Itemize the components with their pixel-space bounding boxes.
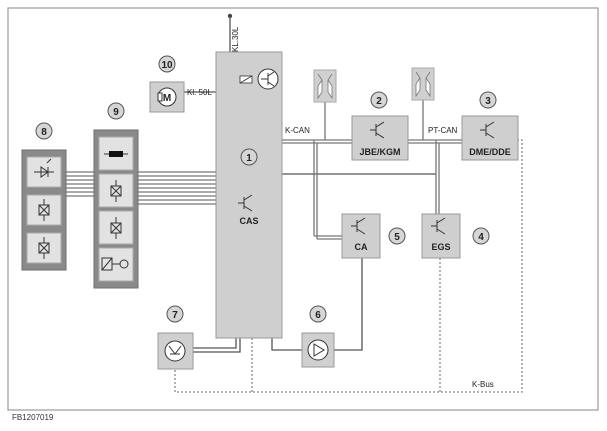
jbe-kgm-label: JBE/KGM xyxy=(359,147,400,157)
egs-label: EGS xyxy=(431,242,450,252)
node-number-badge xyxy=(388,227,406,245)
kcan-label: K-CAN xyxy=(285,126,310,135)
ptcan-label: PT-CAN xyxy=(428,126,458,135)
svg-text:M: M xyxy=(163,93,171,104)
node-number-3: 3 xyxy=(485,96,491,107)
node-number-badge xyxy=(107,102,125,120)
kl50l-label: Kl. 50L xyxy=(187,88,212,97)
ca-module: CA 5 xyxy=(341,213,406,259)
kl30l-label: KL.30L xyxy=(231,26,240,52)
cas-label: CAS xyxy=(239,216,258,226)
node-number-10: 10 xyxy=(161,60,173,71)
can-bus-lines xyxy=(282,100,462,240)
node-number-badge xyxy=(35,122,53,140)
ca-label: CA xyxy=(355,242,368,252)
amplifier-icon xyxy=(307,339,329,361)
wire-bundle xyxy=(66,171,216,205)
node-number-4: 4 xyxy=(478,232,484,243)
antenna-module: 7 xyxy=(157,305,194,370)
coil-icon xyxy=(101,257,129,271)
can-terminator-icon xyxy=(411,67,435,101)
jbe-kgm-module: JBE/KGM 2 xyxy=(351,91,409,161)
node-number-badge xyxy=(309,305,327,323)
node-number-2: 2 xyxy=(376,96,382,107)
dme-dde-module: DME/DDE 3 xyxy=(461,91,519,161)
module-8: 8 xyxy=(21,122,67,271)
egs-module: EGS 4 xyxy=(421,213,490,259)
starter-motor-icon: M xyxy=(157,87,177,107)
starter-module: M 10 xyxy=(149,55,185,113)
kbus-line xyxy=(174,139,523,393)
dme-dde-label: DME/DDE xyxy=(469,147,511,157)
node-number-5: 5 xyxy=(394,232,400,243)
node-number-badge xyxy=(479,91,497,109)
can-terminator-icon xyxy=(313,69,337,103)
relay-icon xyxy=(110,180,122,202)
relay-icon xyxy=(110,217,122,239)
antenna-icon xyxy=(164,340,186,362)
node-number-badge xyxy=(370,91,388,109)
led-icon xyxy=(34,158,54,178)
transistor-icon xyxy=(257,68,279,90)
node-number-badge xyxy=(166,305,184,323)
transistor-icon xyxy=(480,121,495,139)
node-number-1: 1 xyxy=(246,153,252,164)
node-number-7: 7 xyxy=(172,310,178,321)
transistor-icon xyxy=(238,194,253,212)
node-number-9: 9 xyxy=(113,107,119,118)
resistor-icon xyxy=(104,151,128,157)
node-number-badge xyxy=(472,227,490,245)
figure-id: FB1207019 xyxy=(12,413,54,422)
cas-module: 1 CAS xyxy=(215,51,283,339)
transistor-icon xyxy=(431,217,446,235)
relay-icon xyxy=(38,237,50,259)
kbus-label: K-Bus xyxy=(472,380,494,389)
relay-icon xyxy=(38,199,50,221)
module-9: 9 xyxy=(93,102,139,289)
lower-wires xyxy=(193,258,363,353)
amplifier-module: 6 xyxy=(301,305,335,368)
transistor-icon xyxy=(370,121,385,139)
node-number-6: 6 xyxy=(315,310,321,321)
node-number-badge xyxy=(240,148,258,166)
node-number-8: 8 xyxy=(41,127,47,138)
relay-icon xyxy=(239,75,253,84)
node-number-badge xyxy=(158,55,176,73)
transistor-icon xyxy=(351,217,366,235)
